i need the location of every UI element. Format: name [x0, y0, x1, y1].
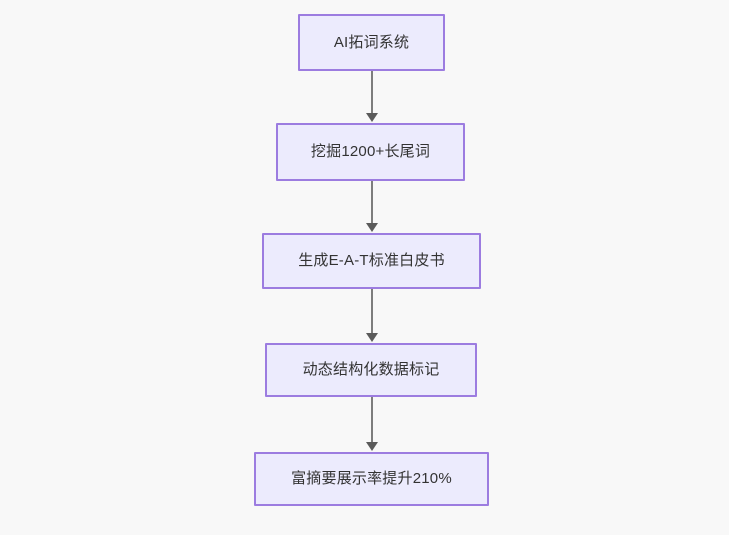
flowchart-node-1[interactable]: AI拓词系统: [298, 14, 445, 71]
flowchart-edge-1-line: [371, 71, 373, 115]
flowchart-edge-1-arrow-icon: [366, 113, 378, 122]
flowchart-edge-2-line: [371, 181, 373, 225]
flowchart-node-1-label: AI拓词系统: [333, 33, 410, 51]
flowchart-edge-4-arrow-icon: [366, 442, 378, 451]
flowchart-node-4-label: 动态结构化数据标记: [302, 361, 440, 378]
flowchart-node-4[interactable]: 动态结构化数据标记: [265, 343, 477, 397]
flowchart-edge-3-line: [371, 289, 373, 335]
flowchart-node-5-label: 富摘要展示率提升210%: [291, 470, 452, 487]
flowchart-edge-4-line: [371, 397, 373, 444]
flowchart-edge-3-arrow-icon: [366, 333, 378, 342]
flowchart-node-3-label: 生成E-A-T标准白皮书: [298, 252, 445, 269]
flowchart-edge-2-arrow-icon: [366, 223, 378, 232]
flowchart-node-5[interactable]: 富摘要展示率提升210%: [254, 452, 489, 506]
flowchart-node-3[interactable]: 生成E-A-T标准白皮书: [262, 233, 481, 289]
flowchart-node-2[interactable]: 挖掘1200+长尾词: [276, 123, 465, 181]
flowchart-node-2-label: 挖掘1200+长尾词: [310, 143, 431, 160]
